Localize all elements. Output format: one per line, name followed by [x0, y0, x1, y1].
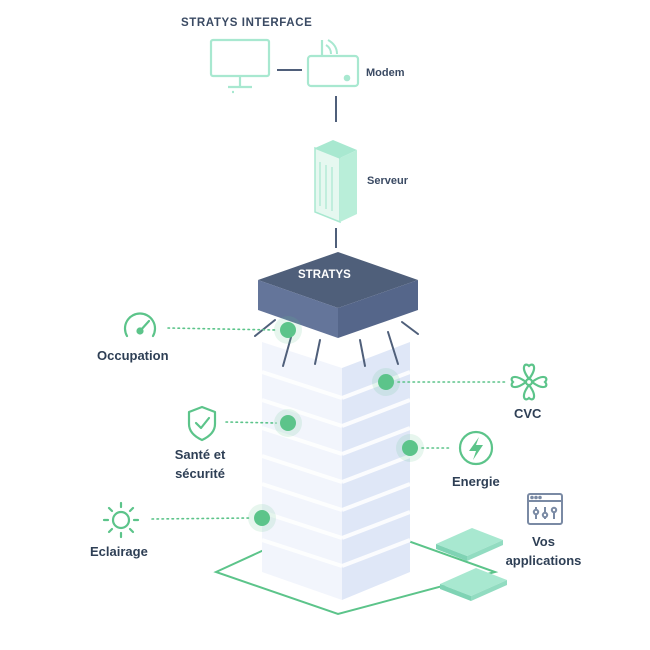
sante-label-line2: sécurité: [175, 466, 225, 481]
sensor-dots: [248, 316, 424, 532]
eclairage-label: Eclairage: [90, 544, 148, 559]
energie-label: Energie: [452, 474, 500, 489]
sante-label: Santé et sécurité: [160, 445, 240, 483]
monitor-icon: [209, 38, 271, 94]
occupation-label: Occupation: [97, 348, 169, 363]
app-window-icon: [527, 493, 563, 525]
interface-title: STRATYS INTERFACE: [181, 17, 313, 29]
apps-label: Vos applications: [496, 532, 591, 570]
lightning-icon: [458, 430, 494, 466]
sun-icon: [102, 501, 140, 539]
shield-check-icon: [187, 405, 217, 442]
server-rack-icon: [314, 140, 357, 224]
building: [261, 342, 411, 600]
server-label: Serveur: [367, 175, 408, 187]
network-links: [277, 69, 337, 248]
stratys-box-label: STRATYS: [298, 269, 351, 281]
dotted-connectors: [151, 327, 509, 520]
cvc-label: CVC: [514, 406, 542, 421]
app-tile-top: [436, 528, 503, 561]
gauge-icon: [123, 312, 157, 338]
wifi-router-icon: [306, 39, 360, 88]
apps-label-line2: applications: [505, 553, 582, 568]
apps-label-line1: Vos: [532, 534, 555, 549]
app-tile-bottom: [440, 568, 507, 601]
fan-icon: [510, 363, 548, 401]
sante-label-line1: Santé et: [174, 447, 226, 462]
stratys-box: [258, 252, 418, 338]
modem-label: Modem: [366, 67, 405, 79]
